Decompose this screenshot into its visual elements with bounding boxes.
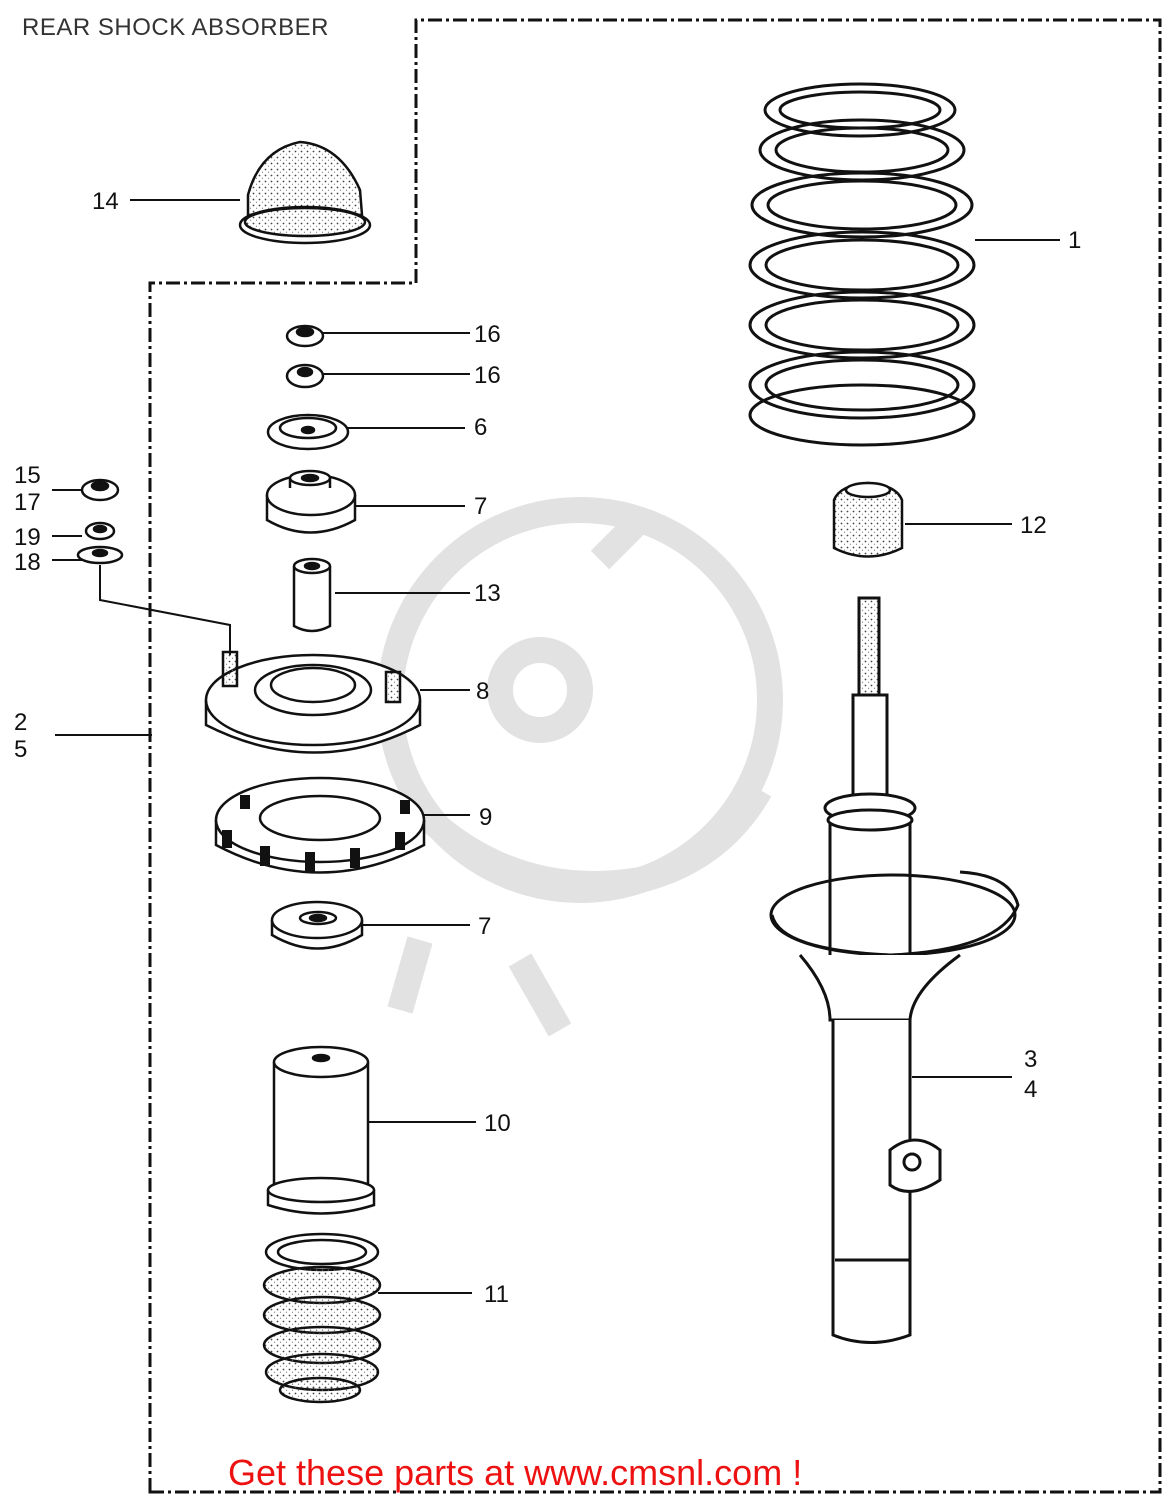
callout-3: 3 [1024,1046,1037,1073]
watermark-logo [377,497,783,1037]
dust-cap [238,140,372,245]
leader-lines [52,199,1060,1294]
callout-4: 4 [1024,1076,1037,1103]
callout-11: 11 [484,1281,509,1308]
callout-18: 18 [14,549,41,576]
callout-7-lower: 7 [478,913,491,940]
callout-2: 2 [14,709,27,736]
assembly-boundary [148,18,1162,1494]
distance-collar [292,557,332,633]
callout-7-upper: 7 [474,493,487,520]
callout-8: 8 [476,678,489,705]
callout-15: 15 [14,462,41,489]
shock-absorber-strut [769,596,1020,1344]
lock-nuts [285,324,325,389]
callout-6: 6 [474,414,487,441]
bump-stop-bellows [262,1232,382,1404]
toothed-stopper-ring [214,776,426,874]
callout-17: 17 [14,489,41,516]
parts-link[interactable]: Get these parts at www.cmsnl.com ! [228,1452,803,1493]
callout-12: 12 [1020,512,1047,539]
small-nut-washers [76,478,124,565]
callout-9: 9 [479,804,492,831]
callout-5: 5 [14,736,27,763]
coil-spring [748,82,976,447]
callout-10: 10 [484,1110,511,1137]
callout-labels: 1 2 5 3 4 6 7 7 8 9 10 11 12 13 14 15 17… [14,188,1081,1308]
callout-16-lower: 16 [474,362,501,389]
mounting-base [204,650,422,754]
dust-boot [266,1045,376,1215]
washer [266,413,350,451]
bump-rubber [832,481,904,558]
callout-14: 14 [92,188,119,215]
page-title: REAR SHOCK ABSORBER [22,14,329,41]
callout-13: 13 [474,580,501,607]
upper-rubber-bushing [265,469,357,534]
lower-rubber-bushing [270,900,364,950]
callout-19: 19 [14,524,41,551]
callout-1: 1 [1068,227,1081,254]
callout-16-upper: 16 [474,321,501,348]
